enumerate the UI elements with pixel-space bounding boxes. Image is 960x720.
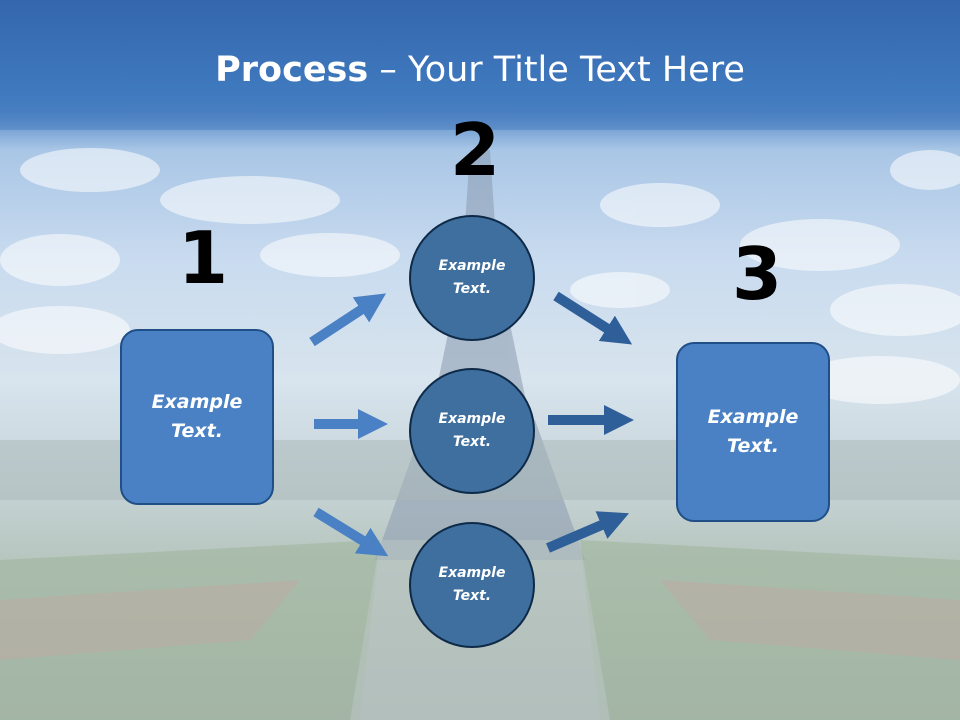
arrow-1-to-bottom bbox=[313, 507, 389, 557]
step-number-3: 3 bbox=[732, 232, 783, 316]
circle-bottom[interactable]: Example Text. bbox=[409, 522, 535, 648]
title-band bbox=[0, 0, 960, 130]
step-1-label: Example Text. bbox=[151, 391, 243, 442]
slide-title: Process – Your Title Text Here bbox=[0, 50, 960, 90]
arrow-bottom-to-3 bbox=[546, 511, 630, 553]
step-number-2: 2 bbox=[450, 108, 501, 192]
arrow-1-to-top bbox=[309, 293, 387, 347]
circle-middle[interactable]: Example Text. bbox=[409, 368, 535, 494]
circle-middle-label: Example Text. bbox=[438, 411, 506, 450]
circle-bottom-label: Example Text. bbox=[438, 565, 506, 604]
title-bold: Process bbox=[215, 50, 369, 90]
arrow-top-to-3 bbox=[553, 291, 633, 345]
title-rest: – Your Title Text Here bbox=[368, 50, 745, 90]
step-3-box[interactable]: Example Text. bbox=[676, 342, 830, 522]
circle-top[interactable]: Example Text. bbox=[409, 215, 535, 341]
circle-top-label: Example Text. bbox=[438, 258, 506, 297]
step-1-box[interactable]: Example Text. bbox=[120, 329, 274, 505]
step-number-1: 1 bbox=[178, 216, 229, 300]
step-3-label: Example Text. bbox=[707, 406, 799, 457]
